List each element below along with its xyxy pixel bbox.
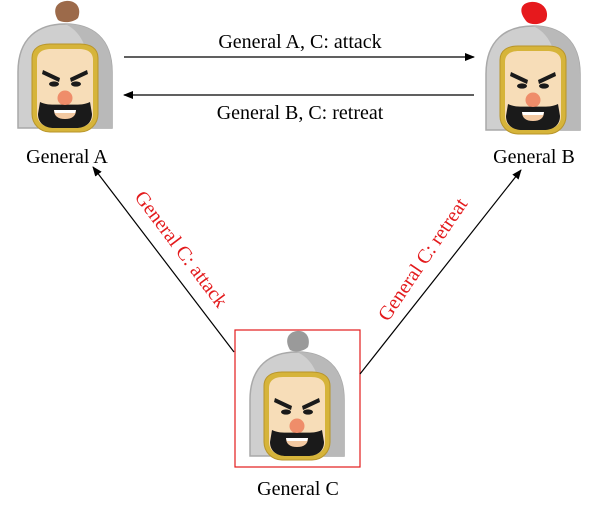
general-a-helmet-icon [17,23,113,133]
general-a-label: General A [26,146,108,168]
general-b-plume [521,1,548,25]
general-c: General C [234,329,361,500]
arrow-c-to-a [92,166,235,353]
message-c-to-b: General C: retreat [374,194,473,325]
message-a-to-b: General A, C: attack [218,31,381,53]
general-b-helmet-icon [485,25,581,135]
general-c-helmet-icon [249,351,345,461]
general-b-label: General B [493,146,575,168]
message-b-to-a: General B, C: retreat [217,102,384,124]
general-a: General A [17,0,113,168]
general-c-plume [287,330,309,352]
general-c-label: General C [257,478,339,500]
general-a-plume [55,0,80,23]
message-c-to-a: General C: attack [130,187,232,312]
general-b: General B [485,1,581,168]
arrow-c-to-b [359,169,522,375]
